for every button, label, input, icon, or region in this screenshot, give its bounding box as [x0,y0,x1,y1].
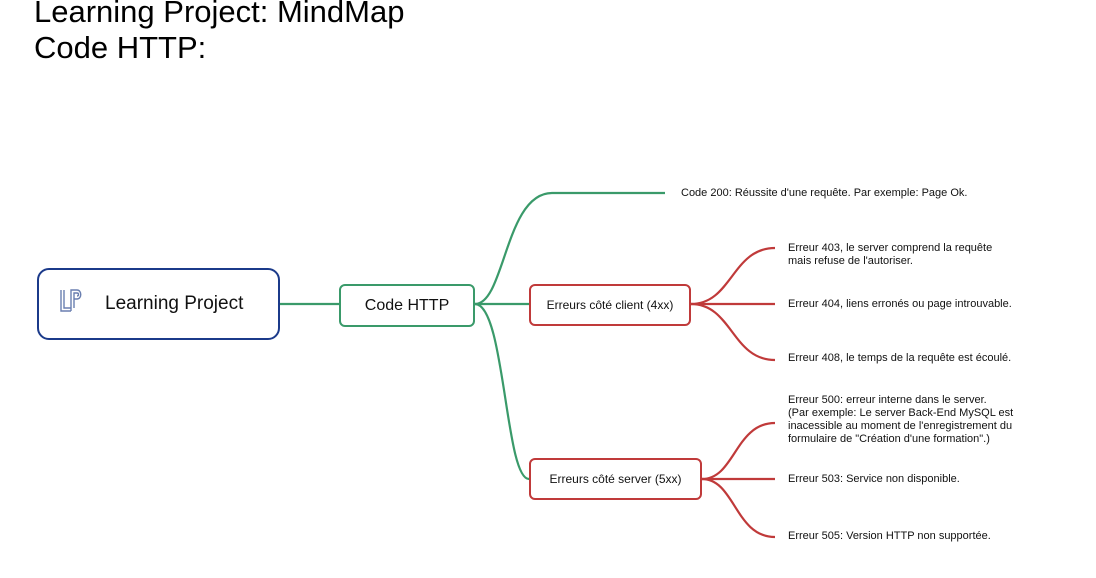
leaf-error-403: Erreur 403, le server comprend la requêt… [788,242,993,267]
server-errors-node: Erreurs côté server (5xx) [529,458,702,500]
center-label: Code HTTP [364,296,450,314]
link-client-408 [690,302,776,362]
page-title: Learning Project: MindMap Code HTTP: [34,0,404,66]
link-client-403 [690,246,776,306]
leaf-error-505: Erreur 505: Version HTTP non supportée. [788,530,991,542]
leaf-error-503: Erreur 503: Service non disponible. [788,473,960,485]
title-line-1: Learning Project: MindMap [34,0,405,29]
link-server-505 [701,477,776,539]
lp-logo-icon [59,288,83,320]
leaf-error-500: Erreur 500: erreur interne dans le serve… [788,394,1014,445]
link-center-code200 [474,191,665,306]
leaf-error-408: Erreur 408, le temps de la requête est é… [788,352,1012,364]
server-errors-label: Erreurs côté server (5xx) [549,472,682,486]
root-label: Learning Project [105,293,244,314]
link-center-server [474,302,530,481]
client-errors-label: Erreurs côté client (4xx) [546,298,674,312]
root-node: Learning Project [37,268,280,340]
client-errors-node: Erreurs côté client (4xx) [529,284,691,326]
link-server-500 [701,421,776,481]
title-line-2: Code HTTP: [34,30,207,65]
leaf-code-200: Code 200: Réussite d'une requête. Par ex… [681,187,968,199]
leaf-error-404: Erreur 404, liens erronés ou page introu… [788,298,1012,310]
center-node: Code HTTP [339,284,475,327]
